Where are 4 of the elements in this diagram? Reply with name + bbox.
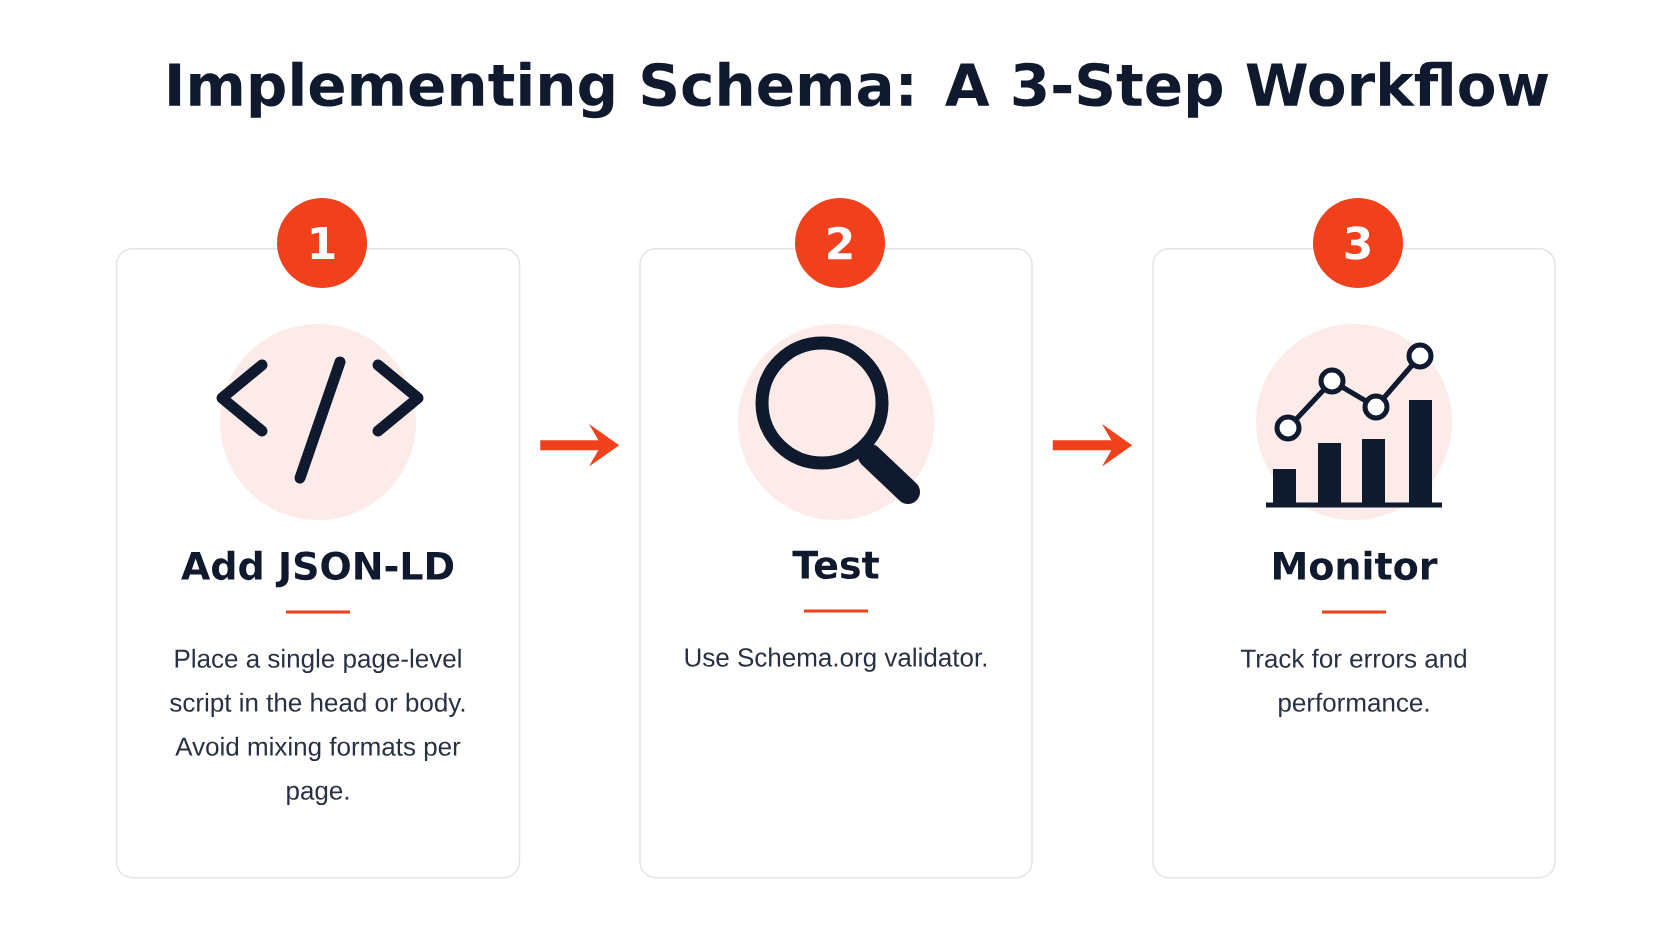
- step-number: 3: [1313, 198, 1403, 288]
- step-number: 2: [795, 198, 885, 288]
- step-number: 1: [277, 198, 367, 288]
- title: Implementing Schema: A 3-Step Workflow: [169, 61, 1549, 119]
